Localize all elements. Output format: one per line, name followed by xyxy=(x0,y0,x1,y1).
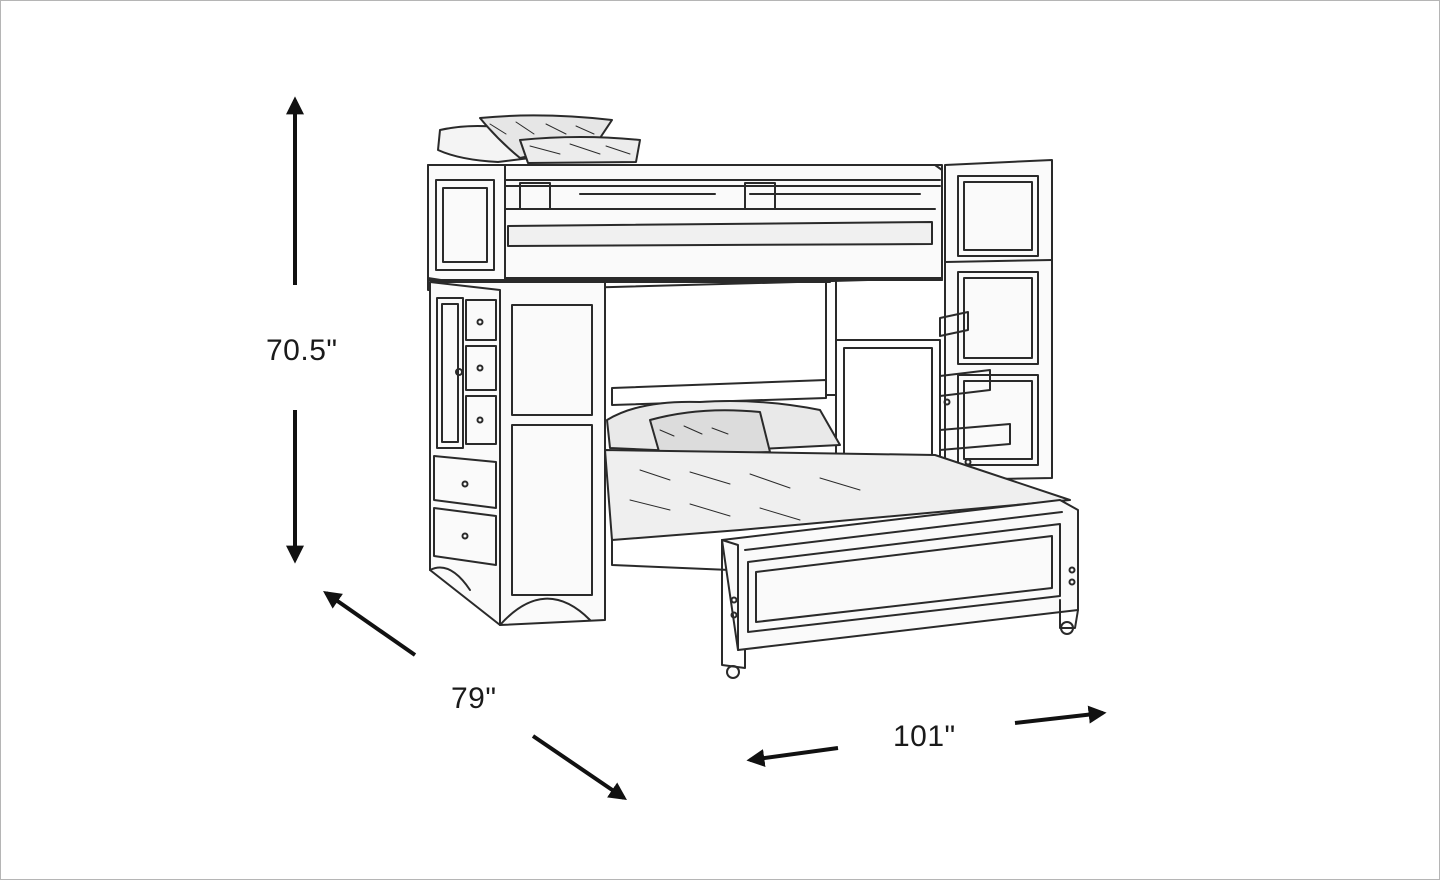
top-pillows xyxy=(437,114,641,164)
width-dimension-label: 101" xyxy=(893,720,956,753)
footboard xyxy=(721,499,1079,679)
width-arrow xyxy=(746,705,1107,767)
height-dimension-label: 70.5" xyxy=(266,334,338,367)
loft-bed-illustration xyxy=(427,114,1079,679)
stair-unit xyxy=(939,159,1053,481)
top-bunk xyxy=(427,164,943,291)
depth-arrow xyxy=(323,590,627,801)
dresser xyxy=(429,281,606,626)
depth-dimension-label: 79" xyxy=(451,682,497,715)
lower-bed xyxy=(604,400,1071,571)
